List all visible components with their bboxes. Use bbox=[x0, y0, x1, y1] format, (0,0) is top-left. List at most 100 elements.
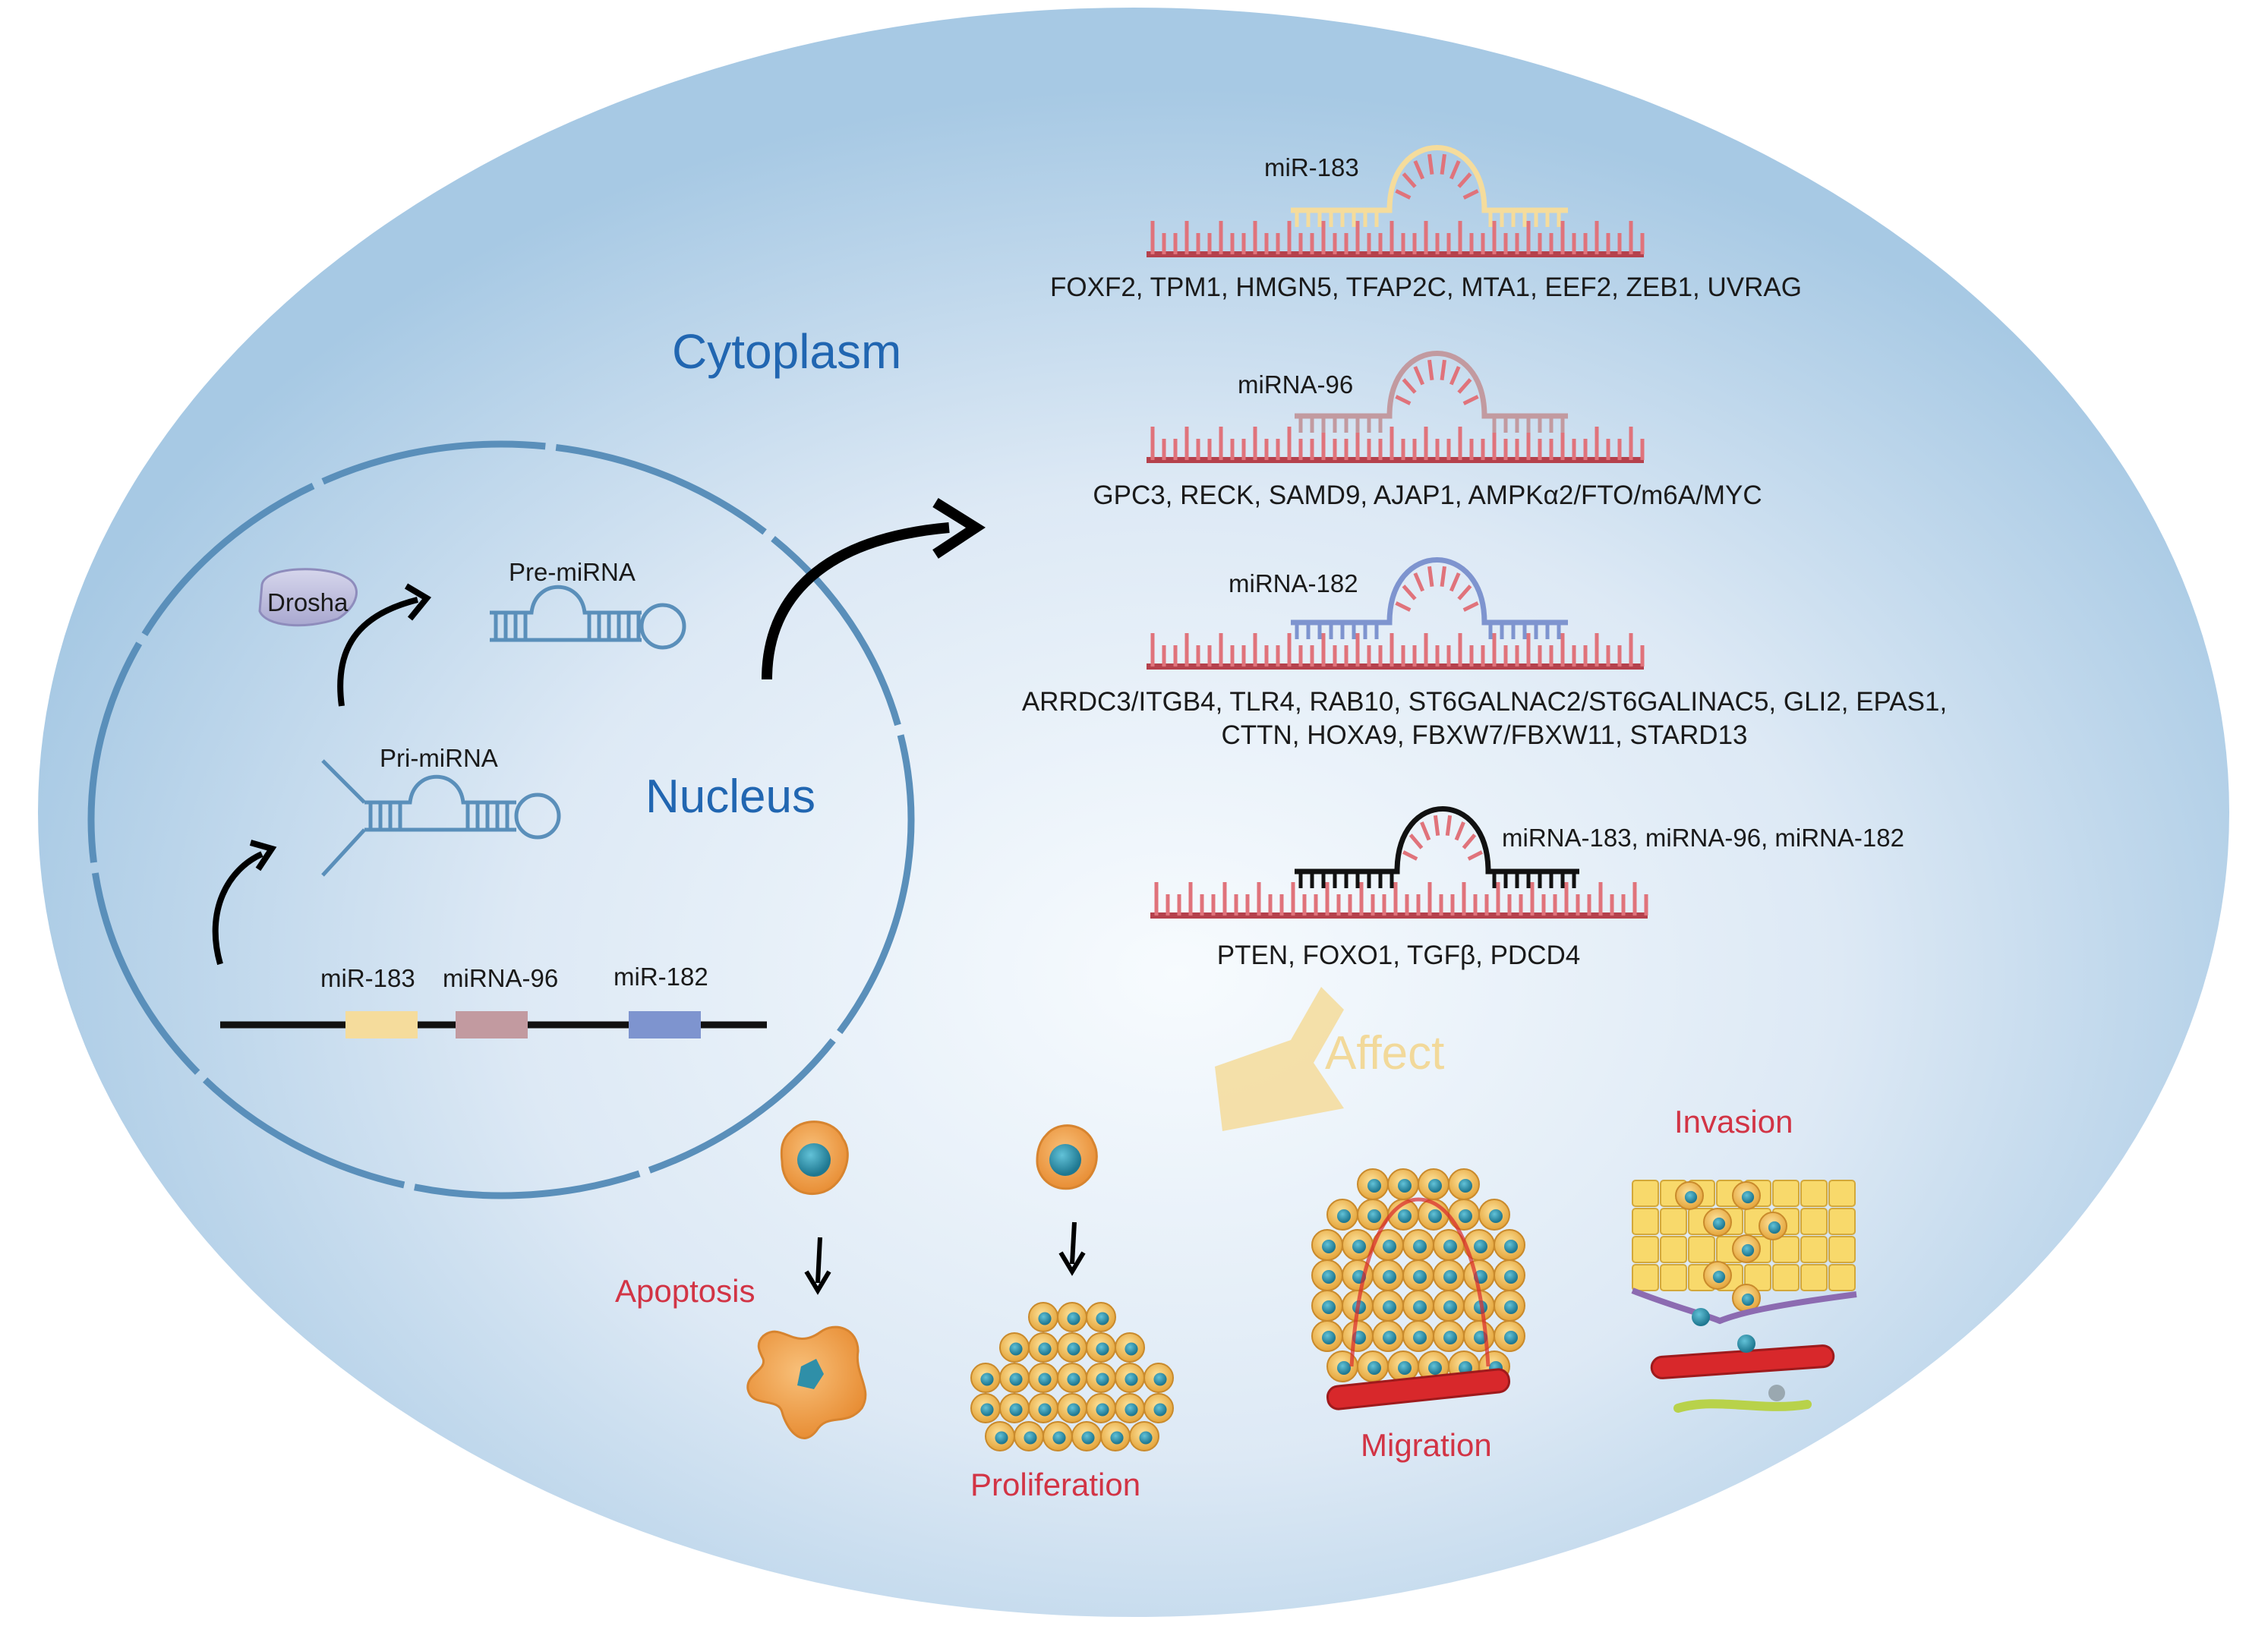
nucleus-label: Nucleus bbox=[645, 771, 815, 823]
mir183-locus-label: miR-183 bbox=[320, 964, 415, 992]
cell-nucleus bbox=[1009, 1403, 1023, 1417]
bulge-base bbox=[1449, 160, 1461, 180]
panel-targets: CTTN, HOXA9, FBXW7/FBXW11, STARD13 bbox=[1222, 720, 1748, 750]
bulge-base bbox=[1457, 378, 1472, 394]
epithelial-cell bbox=[1632, 1180, 1659, 1207]
cell-nucleus bbox=[1398, 1361, 1412, 1375]
cell-nucleus bbox=[1038, 1403, 1052, 1417]
cell-nucleus bbox=[1428, 1179, 1442, 1193]
epithelial-cell bbox=[1660, 1264, 1687, 1291]
bulge-base bbox=[1427, 153, 1434, 175]
cell-nucleus bbox=[1038, 1373, 1052, 1386]
panel-targets: ARRDC3/ITGB4, TLR4, RAB10, ST6GALNAC2/ST… bbox=[1022, 687, 1947, 717]
cell-nucleus bbox=[1428, 1361, 1442, 1375]
bulge-base bbox=[1462, 834, 1477, 849]
vessel-outline bbox=[1349, 1197, 1490, 1367]
cell-nucleus bbox=[1322, 1240, 1336, 1253]
mirna-strand bbox=[1295, 351, 1568, 419]
mirna-strand bbox=[1291, 145, 1568, 213]
bulge-base bbox=[1402, 172, 1417, 188]
cell-nucleus bbox=[1067, 1312, 1080, 1325]
cell-nucleus bbox=[1504, 1240, 1518, 1253]
pri-mirna: Pri-miRNA bbox=[321, 744, 561, 877]
cell-nucleus bbox=[1504, 1270, 1518, 1284]
epithelial-cell bbox=[1632, 1208, 1659, 1235]
binding-panel-mirna96: miRNA-96 GPC3, RECK, SAMD9, AJAP1, AMPKα… bbox=[1093, 351, 1762, 510]
cell-nucleus bbox=[1367, 1361, 1381, 1375]
cell-nucleus bbox=[995, 1431, 1008, 1445]
cell-nucleus bbox=[1367, 1209, 1381, 1223]
hairpin-top-strand bbox=[490, 585, 642, 615]
cell-nucleus bbox=[1712, 1270, 1726, 1284]
processing-arrow-2 bbox=[337, 597, 418, 707]
cell-nucleus bbox=[1139, 1431, 1153, 1445]
epithelial-cell bbox=[1800, 1236, 1828, 1263]
cell-nucleus bbox=[1024, 1431, 1037, 1445]
cell-nucleus bbox=[1443, 1270, 1457, 1284]
bulge-base bbox=[1457, 172, 1472, 188]
bulge-base bbox=[1427, 566, 1434, 588]
epithelial-cell bbox=[1828, 1264, 1856, 1291]
epithelial-cell bbox=[1800, 1264, 1828, 1291]
arrowhead bbox=[249, 840, 277, 871]
cell-nucleus bbox=[1067, 1403, 1080, 1417]
mir182-locus bbox=[629, 1011, 701, 1038]
cell-nucleus bbox=[1322, 1300, 1336, 1314]
cell-nucleus bbox=[1383, 1240, 1396, 1253]
cell-nucleus bbox=[1741, 1243, 1755, 1257]
bulge-base bbox=[1449, 572, 1461, 592]
cell-nucleus bbox=[1052, 1431, 1066, 1445]
cell-nucleus bbox=[1322, 1331, 1336, 1344]
pri-mirna-label: Pri-miRNA bbox=[380, 744, 498, 772]
cell-nucleus bbox=[1038, 1342, 1052, 1356]
flank-strand bbox=[321, 759, 366, 804]
epithelial-cell bbox=[1660, 1208, 1687, 1235]
bulge-base bbox=[1413, 366, 1425, 386]
cell-nucleus bbox=[1009, 1342, 1023, 1356]
affect-arrow: Affect bbox=[1215, 987, 1444, 1131]
nuclear-envelope bbox=[87, 440, 915, 1199]
epithelial-cell bbox=[1800, 1208, 1828, 1235]
mir96-locus-label: miRNA-96 bbox=[443, 964, 558, 992]
cell-nucleus bbox=[1038, 1312, 1052, 1325]
drosha-label: Drosha bbox=[267, 588, 349, 616]
mir182-locus-label: miR-182 bbox=[614, 963, 708, 991]
bulge-base bbox=[1462, 189, 1479, 200]
bulge-base bbox=[1440, 153, 1446, 175]
invasion-label: Invasion bbox=[1674, 1104, 1793, 1139]
cell-nucleus bbox=[1125, 1373, 1138, 1386]
cell-nucleus bbox=[1398, 1179, 1412, 1193]
bulge-base bbox=[1427, 359, 1434, 381]
binding-panel-mir183: miR-183 FOXF2, TPM1, HMGN5, TFAP2C, MTA1… bbox=[1050, 145, 1802, 302]
cell-nucleus bbox=[1067, 1373, 1080, 1386]
cell-nucleus bbox=[1096, 1342, 1109, 1356]
cell-nucleus bbox=[1443, 1331, 1457, 1344]
bulge-base bbox=[1402, 585, 1417, 600]
proliferation-label: Proliferation bbox=[970, 1467, 1140, 1502]
pre-mirna: Pre-miRNA bbox=[490, 558, 686, 650]
epithelial-cell bbox=[1688, 1236, 1715, 1263]
bulge-base bbox=[1413, 572, 1425, 592]
epithelial-cell bbox=[1828, 1208, 1856, 1235]
cell-nucleus bbox=[1067, 1342, 1080, 1356]
cell-nucleus bbox=[1459, 1209, 1472, 1223]
cell-nucleus bbox=[1153, 1373, 1167, 1386]
panel-mirna-label: miRNA-183, miRNA-96, miRNA-182 bbox=[1502, 824, 1904, 852]
epithelial-cell bbox=[1632, 1236, 1659, 1263]
mirna-strand bbox=[1291, 557, 1568, 626]
nucleus: Nucleus bbox=[87, 440, 915, 1199]
cell-nucleus bbox=[980, 1403, 994, 1417]
bulge-base bbox=[1433, 815, 1440, 837]
cell-nucleus bbox=[1413, 1300, 1427, 1314]
panel-targets: FOXF2, TPM1, HMGN5, TFAP2C, MTA1, EEF2, … bbox=[1050, 273, 1802, 302]
cell-nucleus bbox=[1504, 1300, 1518, 1314]
bulge-base bbox=[1454, 821, 1465, 841]
affect-label: Affect bbox=[1325, 1027, 1444, 1079]
epithelial-cell bbox=[1660, 1236, 1687, 1263]
cell-nucleus bbox=[1337, 1209, 1351, 1223]
cell-nucleus bbox=[1383, 1300, 1396, 1314]
bulge-base bbox=[1440, 359, 1446, 381]
cell-nucleus bbox=[1383, 1331, 1396, 1344]
bulge-base bbox=[1402, 850, 1418, 861]
cell-nucleus bbox=[1459, 1179, 1472, 1193]
